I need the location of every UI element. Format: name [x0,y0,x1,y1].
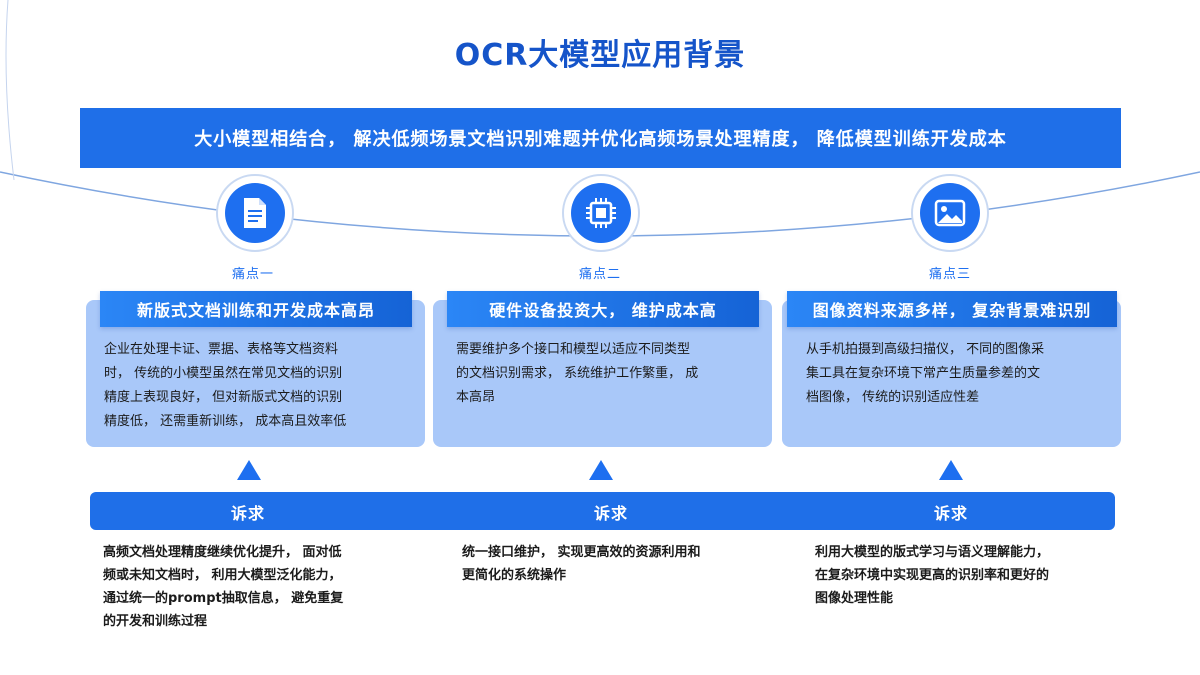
pain-point-3-description: 从手机拍摄到高级扫描仪， 不同的图像采 集工具在复杂环境下常产生质量参差的文 档… [806,342,1045,405]
pain-point-3-label: 痛点三 [928,267,971,282]
pain-point-2-label: 痛点二 [578,267,621,282]
demand-2-description: 统一接口维护， 实现更高效的资源利用和 更简化的系统操作 [462,545,701,583]
demand-1-description: 高频文档处理精度继续优化提升， 面对低 频或未知文档时， 利用大模型泛化能力， … [103,545,344,629]
pain-point-3-icon-circle [911,174,989,252]
demand-3-description: 利用大模型的版式学习与语义理解能力， 在复杂环境中实现更高的识别率和更好的 图像… [815,545,1050,606]
pain-point-3-heading: 图像资料来源多样， 复杂背景难识别 [787,291,1117,327]
demand-1-label: 诉求 [230,504,265,523]
pain-point-1-icon-circle [216,174,294,252]
arrow-up-icon [939,460,963,480]
pain-point-1-label: 痛点一 [231,267,274,282]
demand-bar [90,492,1115,530]
chip-icon [586,198,616,228]
demand-3-label: 诉求 [933,504,968,523]
image-icon [934,199,966,227]
pain-point-1-heading: 新版式文档训练和开发成本高昂 [100,291,412,327]
pain-point-1-description: 企业在处理卡证、票据、表格等文档资料 时， 传统的小模型虽然在常见文档的识别 精… [104,342,347,429]
pain-point-2-heading: 硬件设备投资大， 维护成本高 [447,291,759,327]
page-title: OCR大模型应用背景 [454,38,746,73]
document-icon [244,198,266,228]
arrow-up-icon [589,460,613,480]
pain-point-2-description: 需要维护多个接口和模型以适应不同类型 的文档识别需求， 系统维护工作繁重， 成 … [456,342,699,405]
demand-2-label: 诉求 [593,504,628,523]
arrow-up-icon [237,460,261,480]
summary-banner: 大小模型相结合， 解决低频场景文档识别难题并优化高频场景处理精度， 降低模型训练… [80,108,1121,168]
pain-point-2-icon-circle [562,174,640,252]
